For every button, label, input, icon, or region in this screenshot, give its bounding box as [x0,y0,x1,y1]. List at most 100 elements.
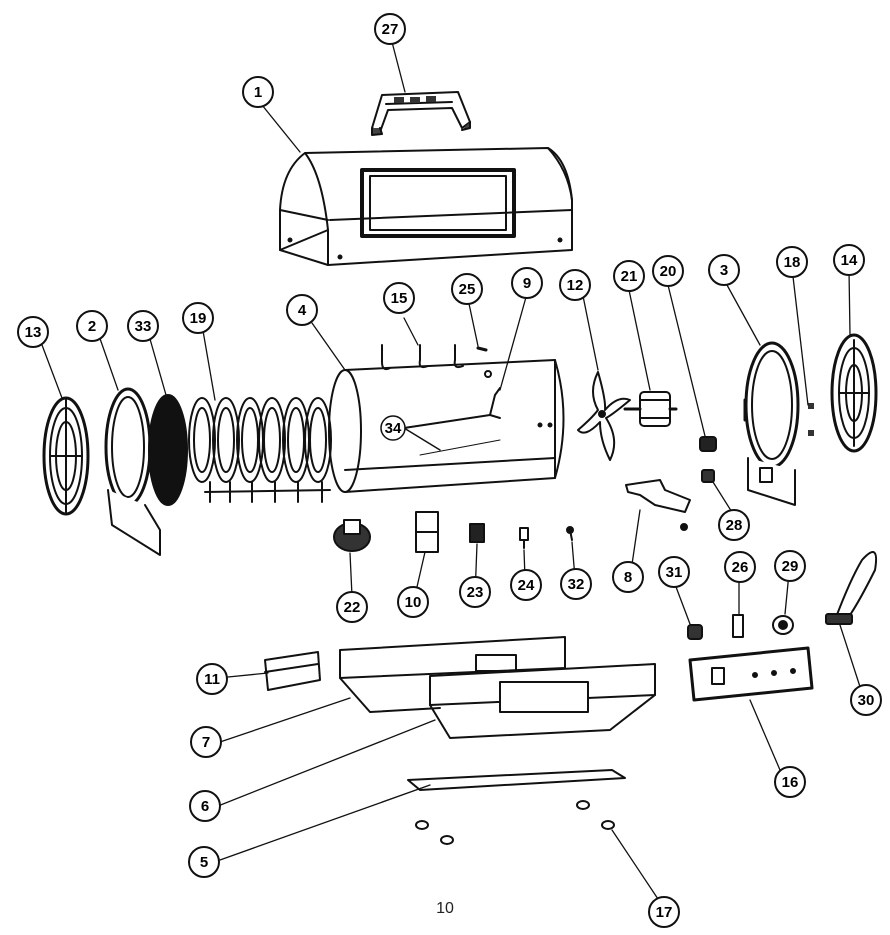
svg-text:28: 28 [726,517,743,534]
callout-17: 17 [648,896,680,928]
callout-10: 10 [397,586,429,618]
callout-4: 4 [286,294,318,326]
svg-text:3: 3 [720,262,728,279]
feet-part [415,800,615,845]
svg-text:9: 9 [523,275,531,292]
callout-19: 19 [182,302,214,334]
callout-3: 3 [708,254,740,286]
callout-29: 29 [774,550,806,582]
thermostat-knob-part [772,615,794,635]
svg-text:19: 19 [190,310,207,327]
svg-text:16: 16 [782,774,799,791]
svg-text:27: 27 [382,21,399,38]
callouts: 27 1 3 18 14 20 21 12 9 25 15 4 19 33 2 … [17,13,882,928]
callout-33: 33 [127,310,159,342]
svg-text:1: 1 [254,84,262,101]
callout-26: 26 [724,551,756,583]
svg-text:33: 33 [135,318,152,335]
callout-9: 9 [511,267,543,299]
bottom-plate-part [407,769,626,791]
svg-text:15: 15 [391,290,408,307]
callout-7: 7 [190,726,222,758]
control-plate-part [732,614,744,638]
front-grille-part [830,333,878,453]
relay-part [469,523,485,543]
svg-text:17: 17 [656,904,673,921]
svg-text:24: 24 [518,577,535,594]
callout-5: 5 [188,846,220,878]
svg-text:22: 22 [344,599,361,616]
top-cover-part [279,147,573,266]
motor-part [623,391,678,427]
base-right-part [429,663,656,739]
base-left-part [339,636,566,713]
fan-blade-part [577,371,631,461]
callout-30: 30 [850,684,882,716]
callout-23: 23 [459,576,491,608]
callout-21: 21 [613,260,645,292]
svg-text:14: 14 [841,252,858,269]
callout-1: 1 [242,76,274,108]
svg-text:2: 2 [88,318,96,335]
callout-34: 34 [380,415,406,441]
svg-text:4: 4 [298,302,307,319]
screw-part [808,403,814,436]
callout-25: 25 [451,273,483,305]
svg-text:7: 7 [202,734,210,751]
switch-knob-part [333,519,371,552]
callout-32: 32 [560,568,592,600]
svg-text:20: 20 [660,263,677,280]
front-ring-part [743,341,800,506]
control-panel-part [688,646,814,702]
filter-disc-part [148,394,188,506]
body-cylinder-part [328,359,565,493]
callout-15: 15 [383,282,415,314]
svg-text:8: 8 [624,569,632,586]
callout-24: 24 [510,569,542,601]
svg-text:18: 18 [784,254,801,271]
svg-text:30: 30 [858,692,875,709]
plug-part [701,469,715,483]
svg-text:32: 32 [568,576,585,593]
callout-8: 8 [612,561,644,593]
sensor-part [519,527,529,549]
svg-text:12: 12 [567,277,584,294]
callout-16: 16 [774,766,806,798]
svg-text:10: 10 [405,594,422,611]
svg-text:25: 25 [459,281,476,298]
hooks-part [381,344,488,371]
svg-text:13: 13 [25,324,42,341]
capacitor-part [699,436,717,452]
handle-part [371,91,471,136]
svg-text:34: 34 [385,420,402,437]
callout-27: 27 [374,13,406,45]
callout-12: 12 [559,269,591,301]
callout-2: 2 [76,310,108,342]
callout-22: 22 [336,591,368,623]
callout-31: 31 [658,556,690,588]
svg-text:11: 11 [204,671,220,688]
svg-text:29: 29 [782,558,799,575]
svg-text:31: 31 [666,564,683,581]
limit-switch-part [415,511,439,553]
page-number: 10 [436,900,454,917]
callout-20: 20 [652,255,684,287]
junction-box-part [264,651,321,691]
callout-28: 28 [718,509,750,541]
callout-14: 14 [833,244,865,276]
svg-text:23: 23 [467,584,484,601]
svg-text:6: 6 [201,798,209,815]
thermostat-wire-part [403,387,501,451]
callout-11: 11 [196,663,228,695]
power-cord-part [825,551,878,625]
control-switch-part [687,624,703,640]
svg-text:26: 26 [732,559,749,576]
heating-element-part [188,397,332,503]
callout-18: 18 [776,246,808,278]
callout-13: 13 [17,316,49,348]
callout-6: 6 [189,790,221,822]
pin-part [566,526,574,541]
svg-text:21: 21 [621,268,638,285]
svg-text:5: 5 [200,854,208,871]
